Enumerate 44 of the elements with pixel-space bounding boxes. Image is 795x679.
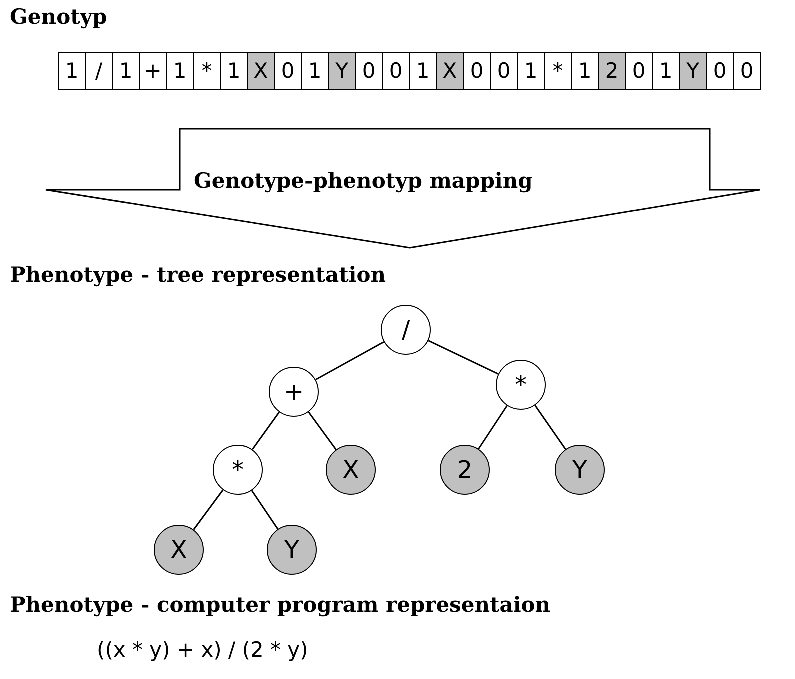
tree-edge [252, 412, 280, 450]
gene-cell: 0 [625, 52, 653, 90]
gene-cell: 1 [112, 52, 140, 90]
gene-cell: 0 [733, 52, 761, 90]
function-node: / [381, 305, 431, 355]
tree-edge [478, 405, 508, 450]
terminal-node: X [154, 525, 204, 575]
terminal-node: Y [267, 525, 317, 575]
gene-cell: 0 [463, 52, 491, 90]
gene-cell: * [193, 52, 221, 90]
section-heading: Genotyp [10, 4, 108, 29]
tree-edge [316, 341, 384, 381]
gene-cell: 0 [355, 52, 383, 90]
gene-cell: Y [328, 52, 356, 90]
function-node: + [269, 367, 319, 417]
function-node: * [496, 360, 546, 410]
function-node: * [213, 445, 263, 495]
gene-cell: X [436, 52, 464, 90]
tree-edge [308, 412, 337, 450]
tree-edge [428, 340, 499, 375]
expression-text: ((x * y) + x) / (2 * y) [97, 638, 308, 662]
terminal-node: Y [555, 445, 605, 495]
gene-cell: 0 [706, 52, 734, 90]
mapping-arrow [44, 128, 762, 250]
gene-cell: / [85, 52, 113, 90]
arrow-label: Genotype-phenotyp mapping [194, 168, 533, 193]
terminal-node: 2 [440, 445, 490, 495]
gene-cell: * [544, 52, 572, 90]
gene-cell: 0 [274, 52, 302, 90]
tree-edge [534, 405, 566, 450]
tree-edge [251, 490, 279, 530]
terminal-node: X [326, 445, 376, 495]
gene-cell: 1 [58, 52, 86, 90]
gene-cell: + [139, 52, 167, 90]
tree-edge [193, 490, 224, 530]
gene-cell: Y [679, 52, 707, 90]
section-heading: Phenotype - tree representation [10, 262, 386, 287]
gene-cell: X [247, 52, 275, 90]
gene-cell: 0 [382, 52, 410, 90]
gene-cell: 1 [517, 52, 545, 90]
gene-cell: 2 [598, 52, 626, 90]
gene-cell: 1 [166, 52, 194, 90]
gene-cell: 0 [490, 52, 518, 90]
section-heading: Phenotype - computer program representaion [10, 592, 551, 617]
